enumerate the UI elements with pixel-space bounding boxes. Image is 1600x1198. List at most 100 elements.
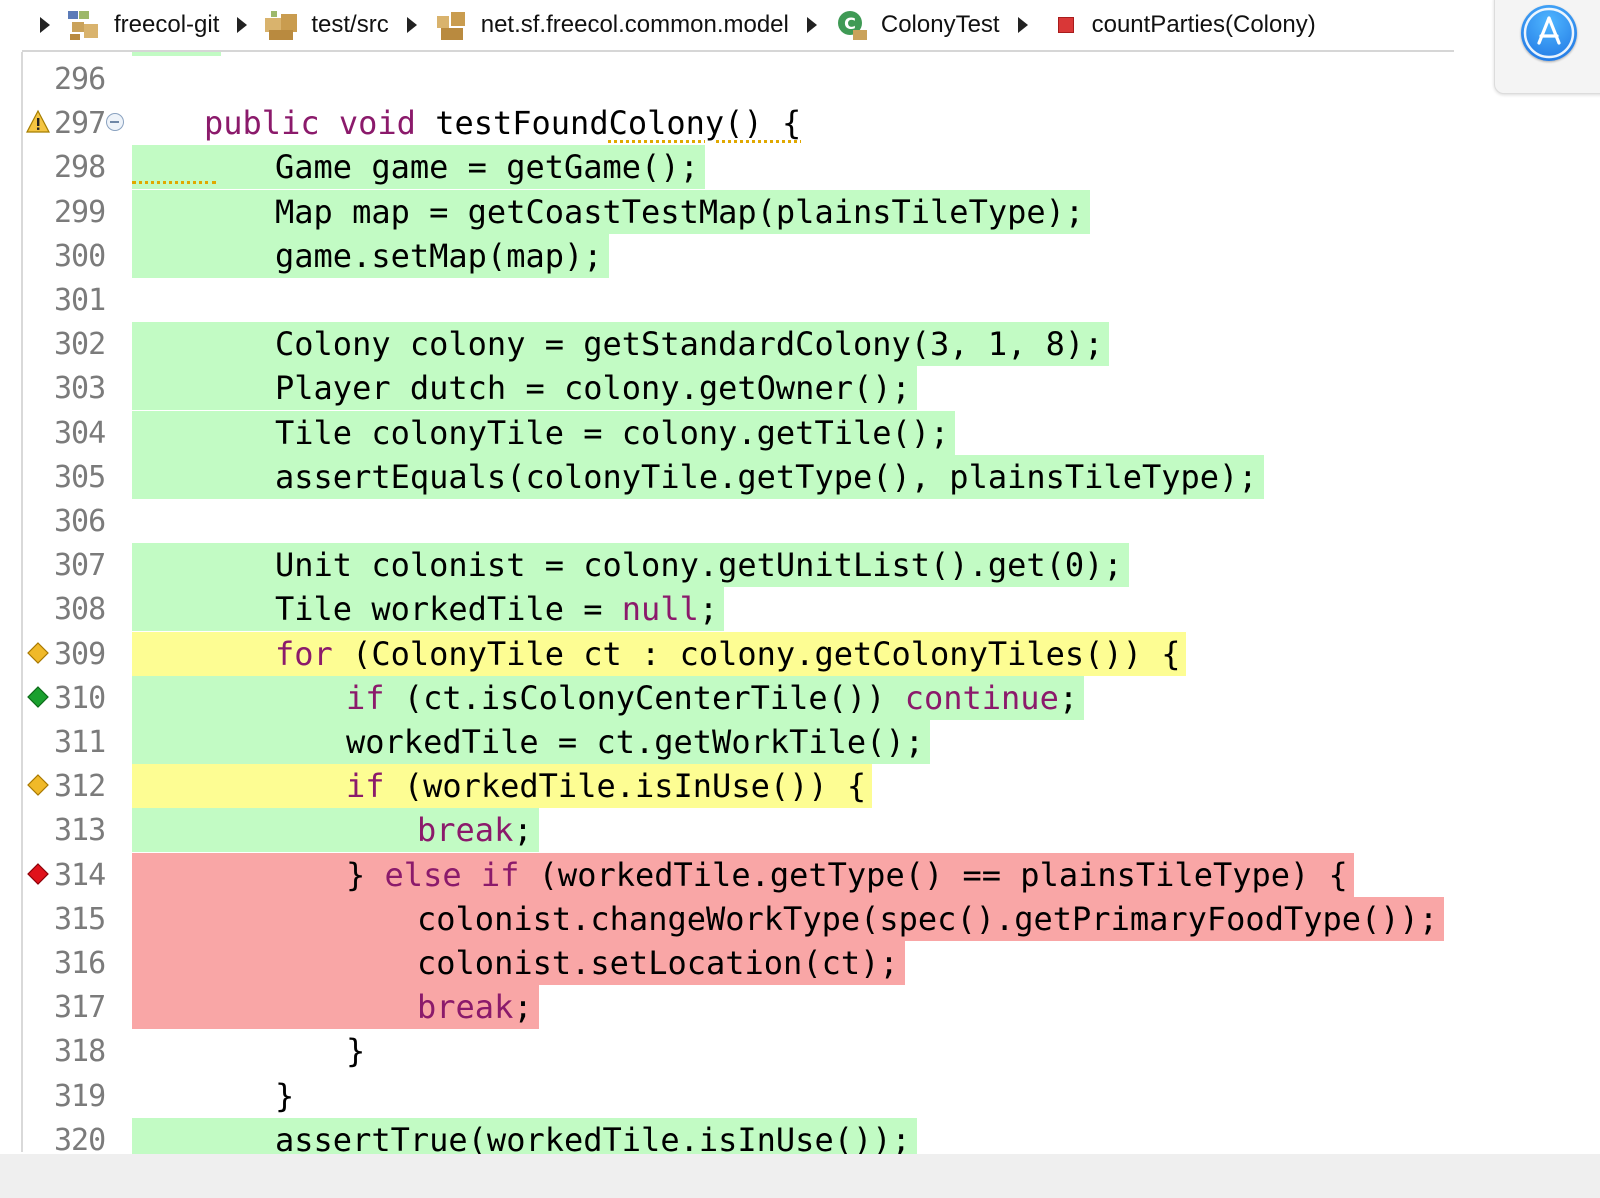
app-store-icon[interactable] — [1521, 5, 1577, 61]
line-number: 319 — [54, 1078, 106, 1114]
breadcrumb-arrow-icon[interactable] — [806, 17, 817, 33]
line-number: 306 — [54, 504, 106, 539]
line-number: 300 — [54, 238, 106, 274]
line-number: 314 — [54, 857, 106, 893]
code-text: public void testFoundColony() { — [204, 101, 807, 145]
code-text: break; — [132, 985, 539, 1030]
code-token: ; — [513, 988, 533, 1027]
breadcrumb: freecol-git test/src net.sf.freecol.common… — [22, 0, 1454, 50]
code-text: workedTile = ct.getWorkTile(); — [132, 720, 930, 764]
code-line[interactable]: 318} — [24, 1029, 1454, 1073]
line-number: 311 — [54, 725, 106, 760]
code-text: break; — [132, 808, 539, 853]
code-token: Unit colonist = colony.getUnitList().get… — [275, 546, 1123, 585]
keyword-token: continue — [904, 678, 1059, 717]
code-token: testFound — [415, 104, 609, 143]
breadcrumb-item[interactable]: freecol-git — [66, 8, 219, 42]
warning-icon[interactable] — [26, 109, 50, 135]
code-token: (workedTile.getType() == plainsTileType)… — [519, 855, 1348, 894]
code-line[interactable]: 296 — [24, 57, 1454, 101]
code-line[interactable]: 305 assertEquals(colonyTile.getType(), pl… — [24, 454, 1454, 499]
breadcrumb-item[interactable]: net.sf.freecol.common.model — [433, 8, 789, 42]
code-text: assertTrue(workedTile.isInUse()); — [132, 1117, 917, 1154]
code-token: Map map = getCoastTestMap(plainsTileType… — [275, 192, 1085, 231]
code-text: colonist.changeWorkType(spec().getPrimar… — [132, 896, 1445, 941]
line-number: 299 — [54, 194, 106, 230]
code-line[interactable]: 300 game.setMap(map); — [24, 233, 1454, 278]
code-line[interactable]: 307 Unit colonist = colony.getUnitList().… — [24, 543, 1454, 588]
code-line[interactable]: 313 break; — [24, 808, 1454, 853]
code-token: } — [346, 855, 385, 894]
breadcrumb-item[interactable]: test/src — [263, 8, 389, 42]
line-number: 307 — [54, 548, 106, 584]
line-number: 316 — [54, 946, 106, 981]
code-line[interactable]: 301 — [24, 278, 1454, 322]
code-token: assertTrue(workedTile.isInUse()); — [275, 1120, 911, 1154]
line-number: 312 — [54, 769, 106, 805]
breadcrumb-label: test/src — [311, 11, 389, 38]
code-token: ; — [1058, 678, 1079, 717]
breadcrumb-label: freecol-git — [114, 11, 220, 38]
coverage-stub — [132, 52, 221, 56]
code-line[interactable]: 306 — [24, 499, 1454, 543]
line-number: 302 — [54, 327, 106, 363]
partial-branch-icon[interactable] — [26, 772, 50, 798]
breadcrumb-arrow-icon[interactable] — [237, 17, 248, 33]
code-line[interactable]: 311 workedTile = ct.getWorkTile(); — [24, 720, 1454, 764]
code-token: } — [346, 1032, 366, 1071]
code-token: Tile colonyTile = colony.getTile(); — [275, 413, 950, 452]
keyword-token: else if — [384, 855, 520, 894]
code-text: game.setMap(map); — [132, 233, 609, 278]
window-left-edge — [21, 52, 23, 1152]
line-number: 313 — [54, 813, 106, 849]
breadcrumb-arrow-icon[interactable] — [40, 17, 50, 33]
code-line[interactable]: 319} — [24, 1074, 1454, 1118]
code-token: Game game = getGame(); — [275, 148, 699, 187]
line-number: 317 — [54, 990, 106, 1026]
code-text: } — [275, 1074, 300, 1118]
code-line[interactable]: 315 colonist.changeWorkType(spec().getPri… — [24, 896, 1454, 941]
code-line[interactable]: 299 Map map = getCoastTestMap(plainsTileT… — [24, 189, 1454, 234]
code-token: ; — [698, 590, 719, 629]
code-token: Player dutch = colony.getOwner(); — [275, 369, 911, 408]
breadcrumb-arrow-icon[interactable] — [1017, 17, 1028, 33]
line-number: 305 — [54, 459, 106, 495]
code-token: assertEquals(colonyTile.getType(), plain… — [275, 457, 1258, 496]
app-store-panel — [1494, 0, 1600, 94]
code-line[interactable]: 314} else if (workedTile.getType() == pl… — [24, 852, 1454, 897]
fold-collapse-icon[interactable] — [106, 113, 124, 132]
full-branch-icon[interactable] — [26, 684, 50, 710]
partial-branch-icon[interactable] — [26, 640, 50, 666]
line-number: 315 — [54, 901, 106, 937]
code-text: } — [346, 1029, 371, 1073]
breadcrumb-arrow-icon[interactable] — [406, 17, 417, 33]
code-line[interactable]: 317 break; — [24, 985, 1454, 1030]
code-text: if (ct.isColonyCenterTile()) continue; — [132, 675, 1085, 720]
code-text: assertEquals(colonyTile.getType(), plain… — [132, 454, 1264, 499]
svg-text:C: C — [844, 14, 856, 33]
code-text: Map map = getCoastTestMap(plainsTileType… — [132, 189, 1091, 234]
code-token: game.setMap(map); — [275, 236, 603, 275]
keyword-token: break — [417, 811, 514, 850]
breadcrumb-item[interactable]: countParties(Colony) — [1044, 11, 1316, 39]
line-number: 318 — [54, 1034, 106, 1070]
code-token: Tile workedTile = — [275, 590, 622, 629]
keyword-token: null — [621, 590, 699, 629]
project-icon — [66, 8, 104, 42]
missed-branch-icon[interactable] — [26, 861, 50, 887]
bottom-strip — [0, 1154, 1600, 1198]
code-token: (ct.isColonyCenterTile()) — [384, 678, 905, 717]
